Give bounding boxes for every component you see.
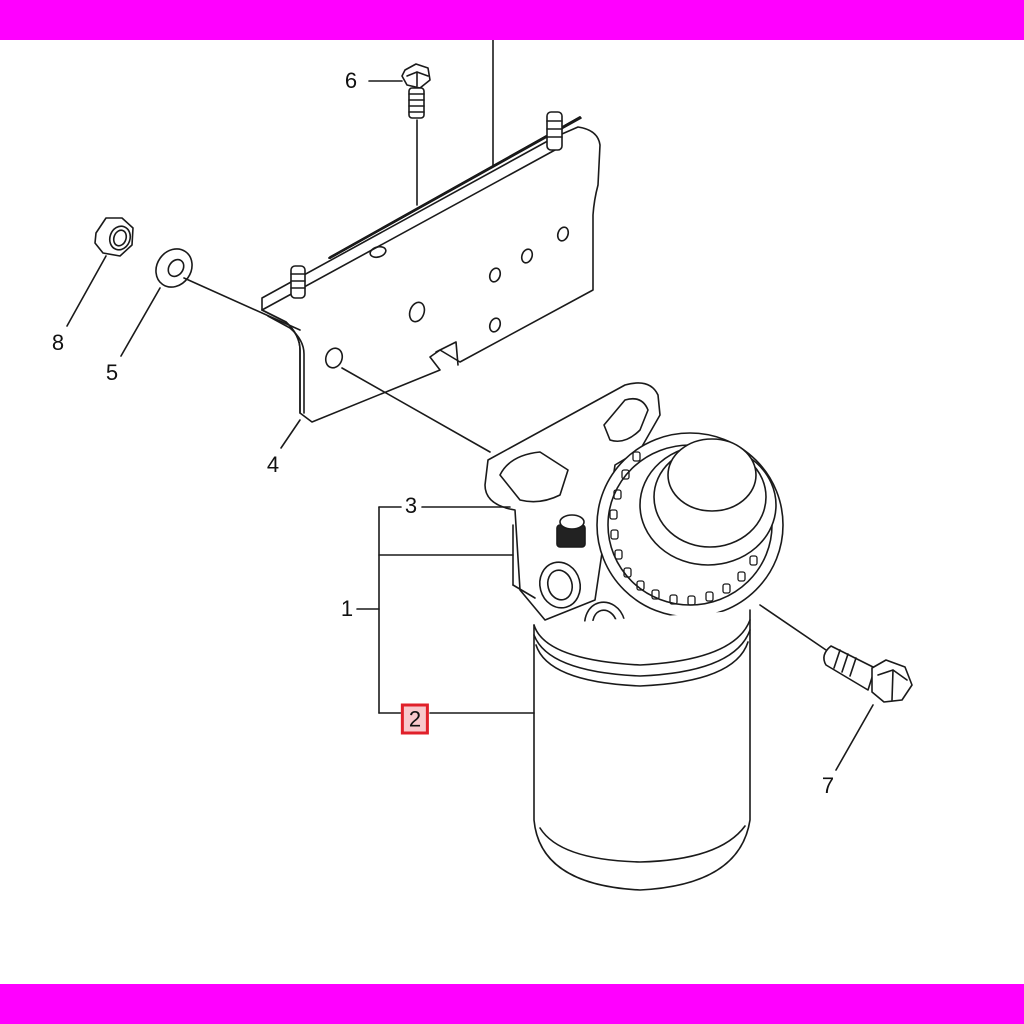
filter-head-3-icon	[484, 382, 784, 649]
leader-4	[280, 419, 301, 449]
callout-4[interactable]: 4	[266, 452, 280, 477]
parts-diagram-canvas	[0, 40, 1024, 984]
callout-8[interactable]: 8	[51, 330, 65, 355]
nut-8-icon	[94, 217, 134, 257]
group-bracket-lines	[356, 506, 536, 714]
bolt-7-icon	[823, 645, 913, 703]
washer-5-icon	[155, 248, 193, 288]
callout-6[interactable]: 6	[344, 68, 358, 93]
callout-7[interactable]: 7	[821, 773, 835, 798]
stud-axis-line	[341, 367, 491, 453]
callout-3[interactable]: 3	[404, 493, 418, 518]
bottom-magenta-band	[0, 984, 1024, 1024]
top-magenta-band	[0, 0, 1024, 40]
leader-7	[835, 704, 874, 771]
leader-5	[120, 287, 161, 357]
callout-2-highlighted[interactable]: 2	[400, 703, 430, 735]
bolt-7-axis	[759, 604, 827, 651]
washer-axis-line	[183, 277, 301, 331]
callout-1[interactable]: 1	[340, 596, 354, 621]
leader-8	[66, 255, 107, 327]
bracket-4-icon	[261, 111, 601, 423]
filter-cartridge-2-icon	[533, 609, 751, 891]
callout-5[interactable]: 5	[105, 360, 119, 385]
bolt-6-icon	[401, 63, 431, 119]
parts-diagram-drawing	[66, 40, 913, 891]
